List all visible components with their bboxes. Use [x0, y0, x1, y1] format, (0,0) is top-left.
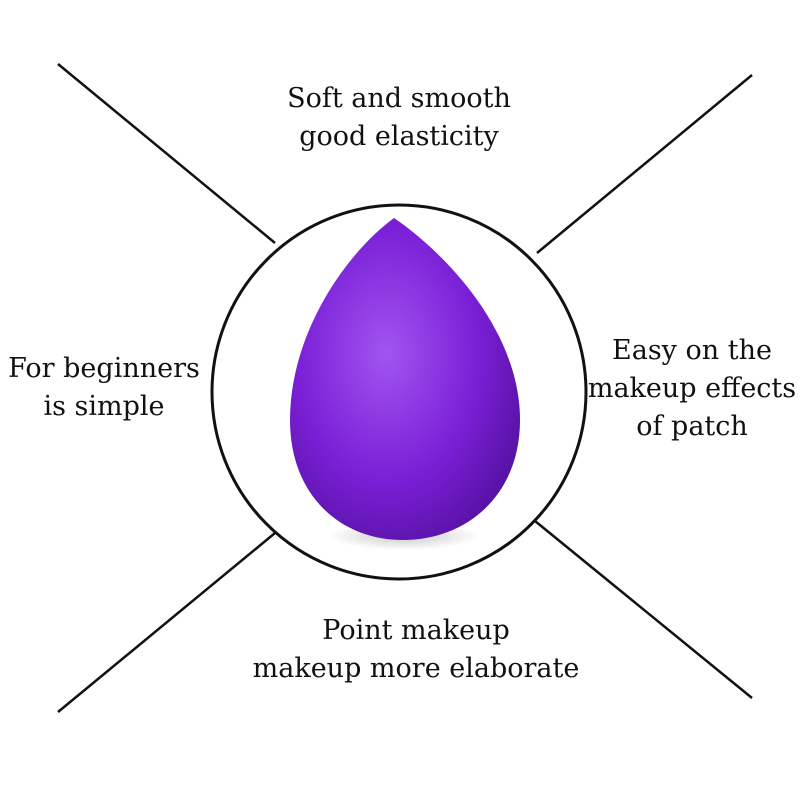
feature-top-line-1: Soft and smooth — [287, 83, 511, 114]
feature-right-line-1: Easy on the — [612, 335, 772, 366]
feature-label-bottom: Point makeup makeup more elaborate — [236, 612, 596, 688]
connector-line-bottom-right — [534, 520, 753, 699]
feature-left-line-2: is simple — [43, 391, 165, 422]
feature-left-line-1: For beginners — [8, 353, 200, 384]
feature-bottom-line-2: makeup more elaborate — [252, 653, 580, 684]
feature-label-top: Soft and smooth good elasticity — [246, 80, 552, 156]
connector-line-top-left — [57, 63, 276, 244]
feature-right-line-3: of patch — [636, 411, 748, 442]
beauty-sponge-icon — [290, 218, 520, 540]
connector-line-bottom-left — [57, 532, 276, 713]
connector-line-top-right — [536, 74, 753, 254]
feature-label-right: Easy on the makeup effects of patch — [584, 332, 800, 446]
feature-bottom-line-1: Point makeup — [322, 615, 510, 646]
feature-top-line-2: good elasticity — [299, 121, 499, 152]
feature-label-left: For beginners is simple — [6, 350, 202, 426]
feature-right-line-2: makeup effects — [587, 373, 797, 404]
